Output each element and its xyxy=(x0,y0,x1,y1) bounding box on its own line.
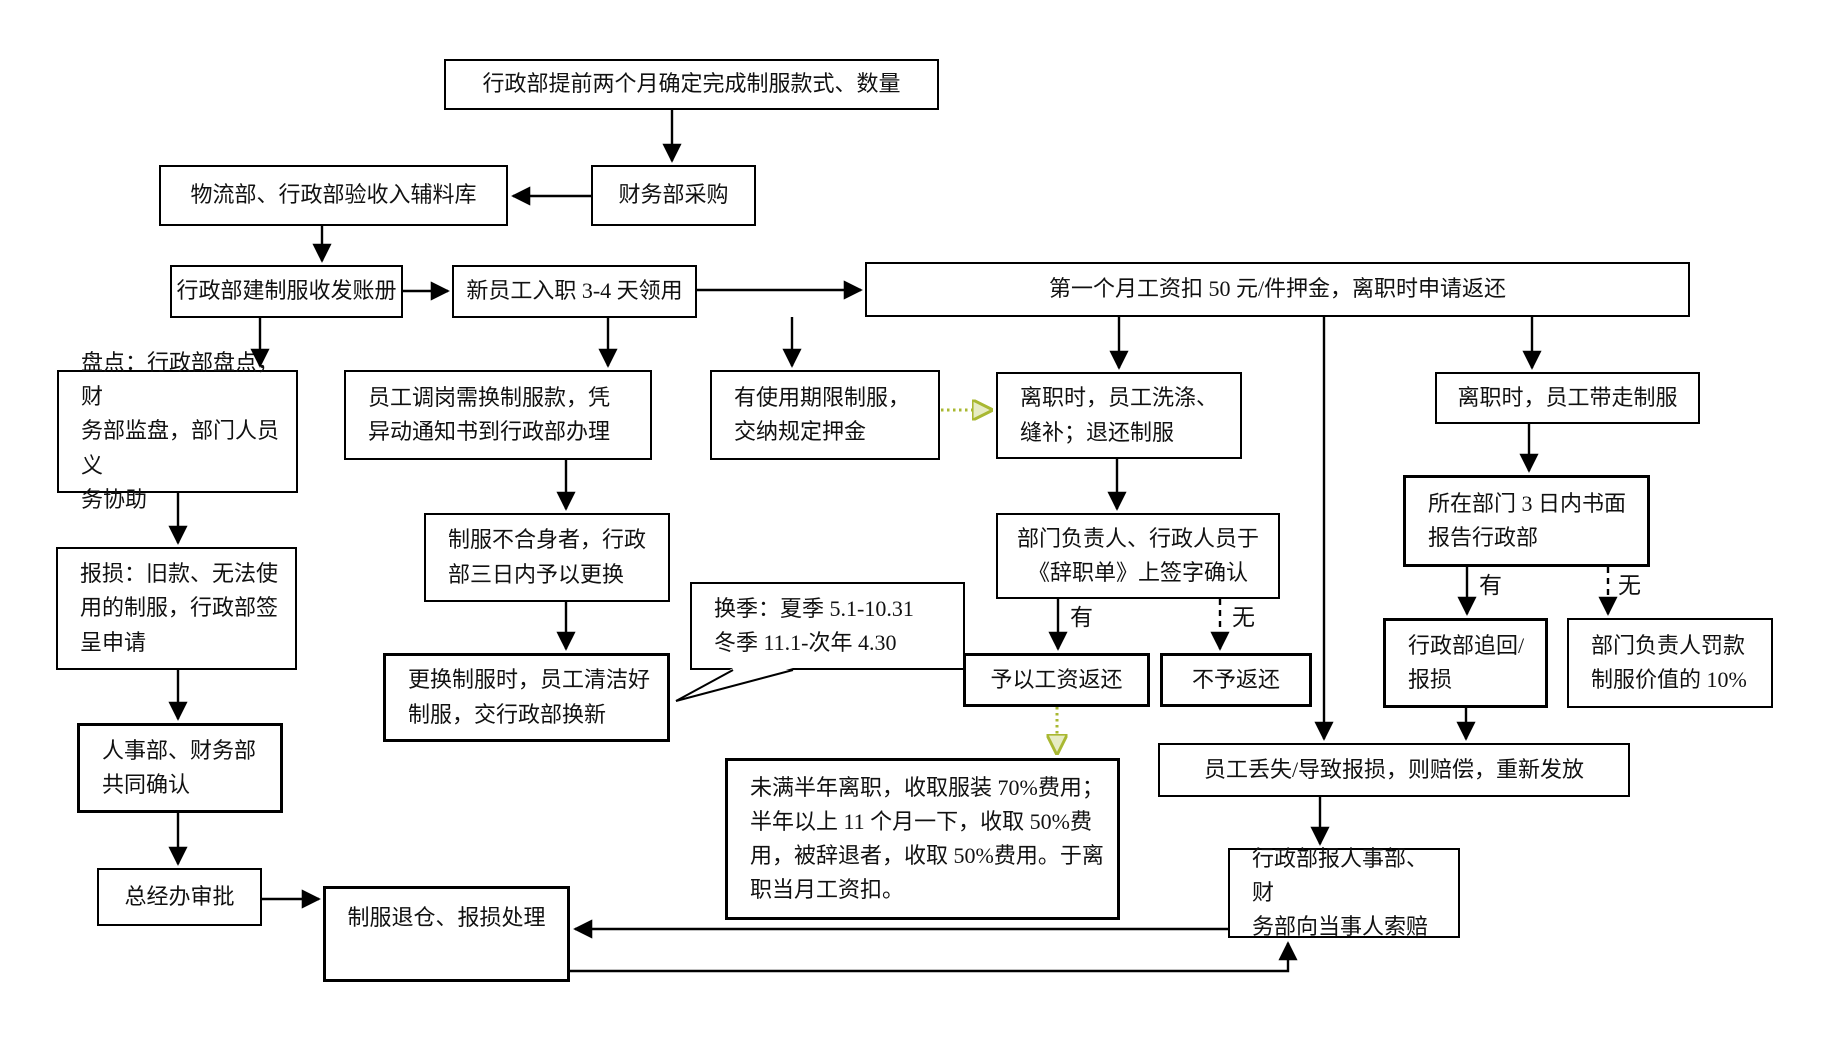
flow-node-inventory-check: 盘点：行政部盘点，财 务部监盘，部门人员义 务协助 xyxy=(57,350,298,512)
flow-node-post-transfer-change: 员工调岗需换制服款，凭 异动通知书到行政部办理 xyxy=(344,370,652,460)
flow-node-new-staff-issue: 新员工入职 3-4 天领用 xyxy=(452,265,697,318)
flow-node-salary-deposit: 第一个月工资扣 50 元/件押金，离职时申请返还 xyxy=(865,262,1690,317)
flow-node-gm-office-approval: 总经办审批 xyxy=(97,868,262,926)
flow-node-no-refund: 不予返还 xyxy=(1160,653,1312,707)
flow-node-refund-with-salary: 予以工资返还 xyxy=(963,653,1150,707)
flow-node-resignation-form-sign: 部门负责人、行政人员于 《辞职单》上签字确认 xyxy=(996,513,1280,599)
flow-node-fee-schedule: 未满半年离职，收取服装 70%费用； 半年以上 11 个月一下，收取 50%费 … xyxy=(725,758,1120,920)
flow-node-receive-into-warehouse: 物流部、行政部验收入辅料库 xyxy=(159,165,508,226)
season-callout-tail xyxy=(676,668,793,701)
flow-node-hr-finance-confirm: 人事部、财务部 共同确认 xyxy=(77,723,283,813)
flow-node-finance-purchase: 财务部采购 xyxy=(591,165,756,226)
flow-node-clean-before-replace: 更换制服时，员工清洁好 制服，交行政部换新 xyxy=(383,653,670,742)
arrow-bottom-to-claim xyxy=(570,941,1298,973)
flow-node-lost-compensate-reissue: 员工丢失/导致报损，则赔偿，重新发放 xyxy=(1158,743,1630,797)
flow-node-claim-against-employee: 行政部报人事部、财 务部向当事人索赔 xyxy=(1228,846,1460,939)
flow-node-department-report-3days: 所在部门 3 日内书面 报告行政部 xyxy=(1403,475,1650,567)
flow-node-ill-fitting-replace: 制服不合身者，行政 部三日内予以更换 xyxy=(424,513,670,602)
flow-node-plan-uniform-style-quantity: 行政部提前两个月确定完成制服款式、数量 xyxy=(444,59,939,110)
flow-node-manager-fine-10pct: 部门负责人罚款 制服价值的 10% xyxy=(1567,618,1773,708)
flow-node-admin-recover-writeoff: 行政部追回/ 报损 xyxy=(1383,618,1548,708)
branch-label-no-sign: 无 xyxy=(1232,605,1255,630)
branch-label-yes-report: 有 xyxy=(1479,573,1502,598)
flow-node-return-warehouse-damage-handling: 制服退仓、报损处理 xyxy=(323,886,570,982)
flow-node-leave-with-uniform: 离职时，员工带走制服 xyxy=(1435,372,1700,424)
branch-label-yes-sign: 有 xyxy=(1070,605,1093,630)
flow-node-damage-report: 报损：旧款、无法使 用的制服，行政部签 呈申请 xyxy=(56,547,297,670)
flow-node-uniform-ledger: 行政部建制服收发账册 xyxy=(170,265,403,318)
flow-node-wash-mend-return: 离职时，员工洗涤、 缝补；退还制服 xyxy=(996,372,1242,459)
callout-season-change-dates: 换季：夏季 5.1-10.31 冬季 11.1-次年 4.30 xyxy=(690,582,965,670)
branch-label-no-report: 无 xyxy=(1618,573,1641,598)
flow-node-limited-term-uniform-deposit: 有使用期限制服， 交纳规定押金 xyxy=(710,370,940,460)
